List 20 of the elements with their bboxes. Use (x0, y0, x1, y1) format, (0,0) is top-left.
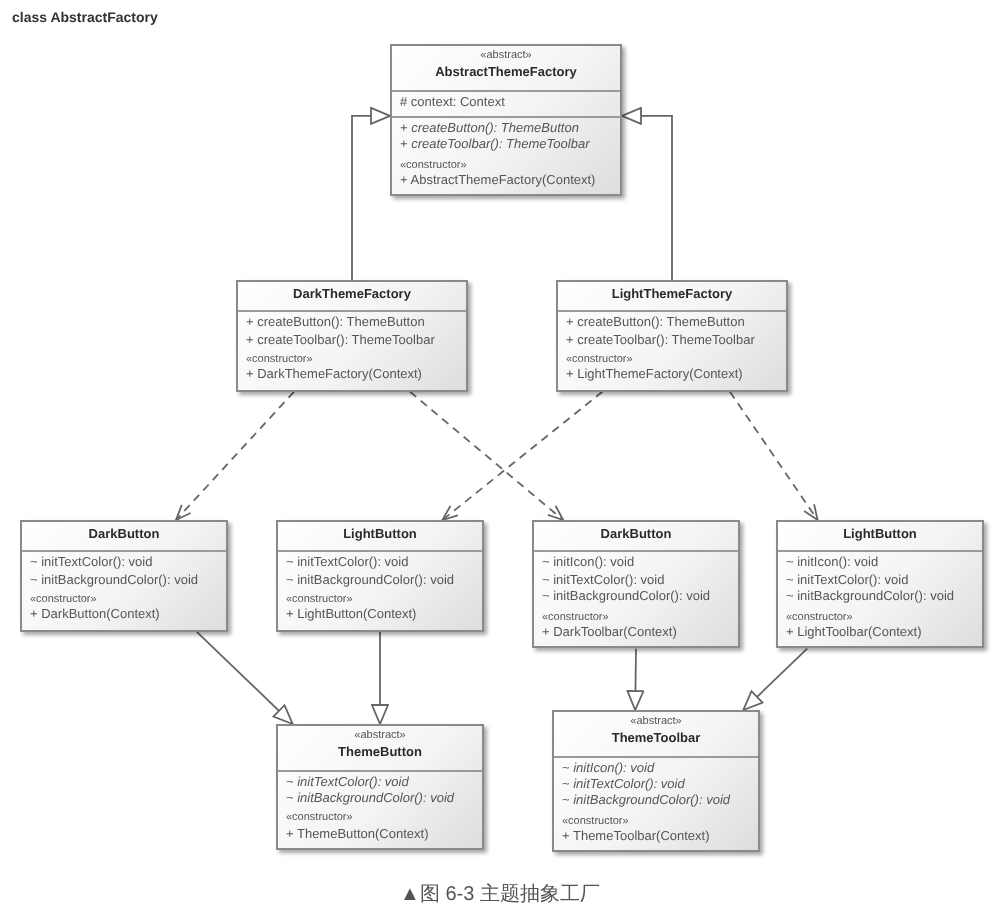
generalization-arrow (195, 630, 294, 725)
generalization-arrow (351, 107, 391, 281)
generalization-arrow (742, 647, 809, 711)
figure-caption: ▲图 6-3 主题抽象工厂 (400, 881, 600, 908)
class-box (552, 710, 760, 853)
dependency-arrow (441, 390, 604, 521)
generalization-arrow (621, 107, 673, 281)
dependency-arrow (175, 390, 295, 521)
class-box (556, 280, 788, 392)
generalization-arrow (371, 630, 389, 725)
dependency-arrow (729, 390, 819, 521)
generalization-arrow (626, 647, 645, 711)
class-box (532, 520, 740, 649)
class-box (276, 520, 484, 632)
class-box (390, 44, 622, 197)
dependency-arrow (409, 390, 565, 521)
class-box (276, 724, 484, 851)
class-box (236, 280, 468, 392)
class-box (20, 520, 228, 632)
class-box (776, 520, 984, 649)
